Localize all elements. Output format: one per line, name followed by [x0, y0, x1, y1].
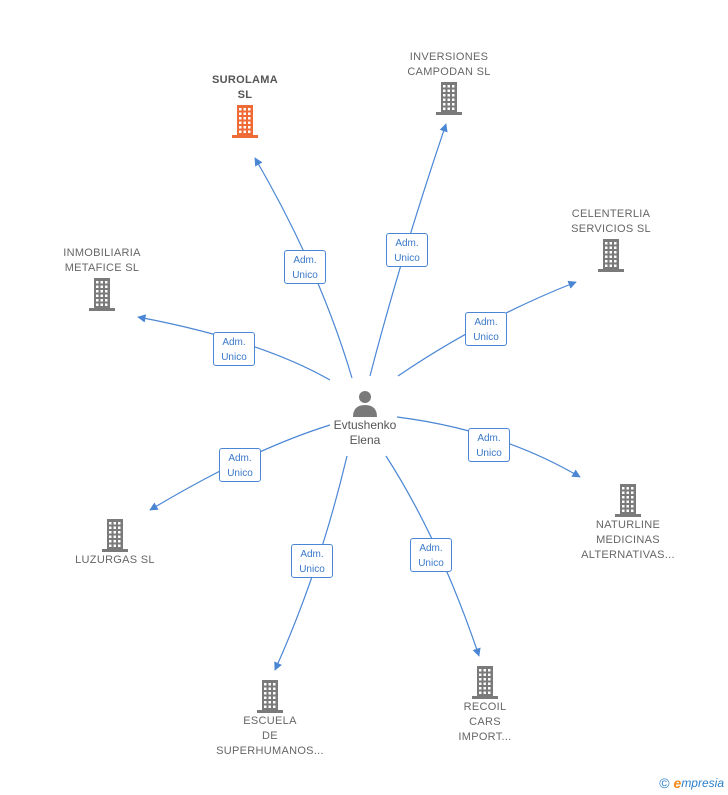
- company-inmobiliaria[interactable]: INMOBILIARIA METAFICE SL: [40, 246, 164, 312]
- building-icon: [232, 105, 258, 138]
- edge-label-naturline: Adm. Unico: [468, 428, 510, 462]
- company-label: RECOIL CARS IMPORT...: [458, 701, 512, 743]
- company-label: ESCUELA DE SUPERHUMANOS...: [216, 715, 324, 757]
- company-naturline[interactable]: NATURLINE MEDICINAS ALTERNATIVAS...: [566, 482, 690, 563]
- building-icon: [89, 278, 115, 311]
- company-label: INVERSIONES CAMPODAN SL: [407, 51, 491, 78]
- edge-label-recoil: Adm. Unico: [410, 538, 452, 572]
- company-luzurgas[interactable]: LUZURGAS SL: [53, 517, 177, 568]
- company-celenterlia[interactable]: CELENTERLIA SERVICIOS SL: [549, 207, 673, 273]
- building-icon: [615, 484, 641, 517]
- company-label: INMOBILIARIA METAFICE SL: [63, 247, 141, 274]
- building-icon: [102, 519, 128, 552]
- company-label: NATURLINE MEDICINAS ALTERNATIVAS...: [581, 519, 675, 561]
- company-escuela[interactable]: ESCUELA DE SUPERHUMANOS...: [208, 678, 332, 759]
- company-inversiones[interactable]: INVERSIONES CAMPODAN SL: [387, 50, 511, 116]
- edge-label-luzurgas: Adm. Unico: [219, 448, 261, 482]
- empresia-logo: © e mpresia: [659, 775, 724, 791]
- company-surolama[interactable]: SUROLAMA SL: [190, 73, 300, 139]
- edge-label-escuela: Adm. Unico: [291, 544, 333, 578]
- copyright-symbol: ©: [659, 775, 670, 791]
- company-recoil[interactable]: RECOIL CARS IMPORT...: [423, 664, 547, 745]
- building-icon: [257, 680, 283, 713]
- edge-label-surolama: Adm. Unico: [284, 250, 326, 284]
- person-name: Evtushenko Elena: [333, 418, 397, 447]
- company-label: LUZURGAS SL: [75, 554, 155, 566]
- person-node[interactable]: Evtushenko Elena: [325, 388, 405, 448]
- building-icon: [436, 82, 462, 115]
- company-label: CELENTERLIA SERVICIOS SL: [571, 208, 651, 235]
- edge-label-celenterlia: Adm. Unico: [465, 312, 507, 346]
- building-icon: [598, 239, 624, 272]
- edge-label-inversiones: Adm. Unico: [386, 233, 428, 267]
- person-icon: [353, 391, 377, 417]
- company-label: SUROLAMA SL: [212, 74, 278, 101]
- brand-initial: e: [673, 775, 682, 791]
- edge-label-inmobiliaria: Adm. Unico: [213, 332, 255, 366]
- building-icon: [472, 666, 498, 699]
- brand-name: mpresia: [681, 776, 724, 790]
